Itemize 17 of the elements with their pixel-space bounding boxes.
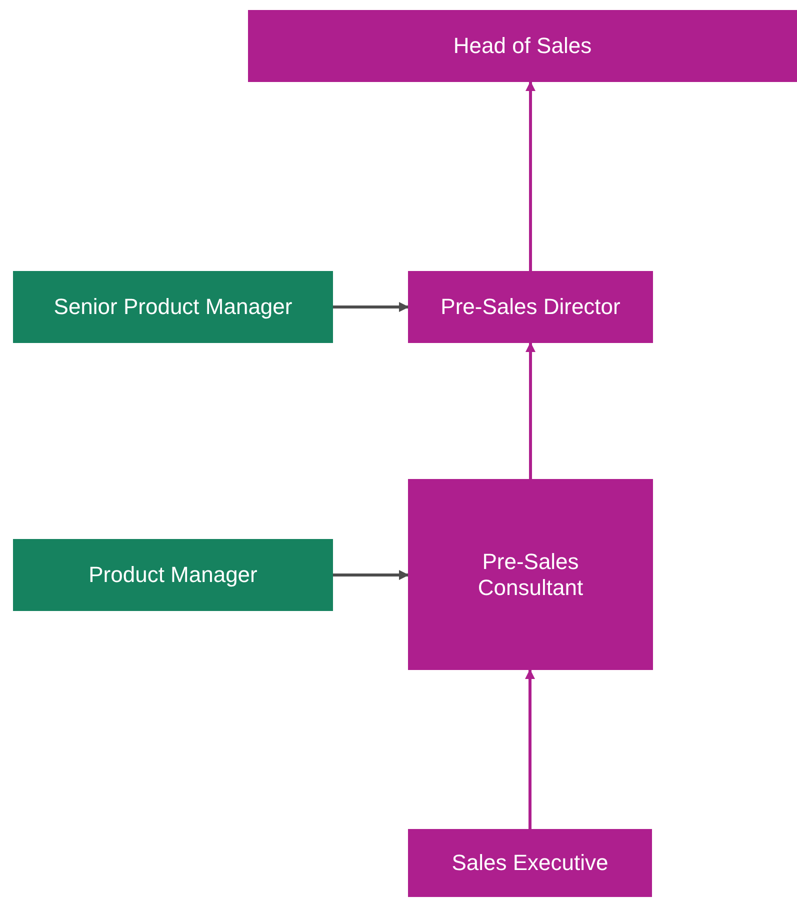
arrow xyxy=(525,669,535,829)
process-box xyxy=(13,271,333,343)
arrow xyxy=(333,570,409,580)
box-label: Senior Product Manager xyxy=(54,294,292,320)
arrow xyxy=(333,302,409,312)
arrow xyxy=(526,342,536,479)
box-label: Pre-Sales Consultant xyxy=(476,548,584,600)
arrow xyxy=(526,81,536,271)
box-label: Sales Executive xyxy=(452,850,608,876)
box-label: Pre-Sales Director xyxy=(440,294,620,320)
process-box xyxy=(408,271,653,343)
process-box xyxy=(13,539,333,611)
box-label: Head of Sales xyxy=(453,33,592,59)
process-box xyxy=(408,479,653,670)
process-box xyxy=(408,829,652,897)
box-label: Product Manager xyxy=(88,562,258,588)
process-box xyxy=(248,10,797,82)
